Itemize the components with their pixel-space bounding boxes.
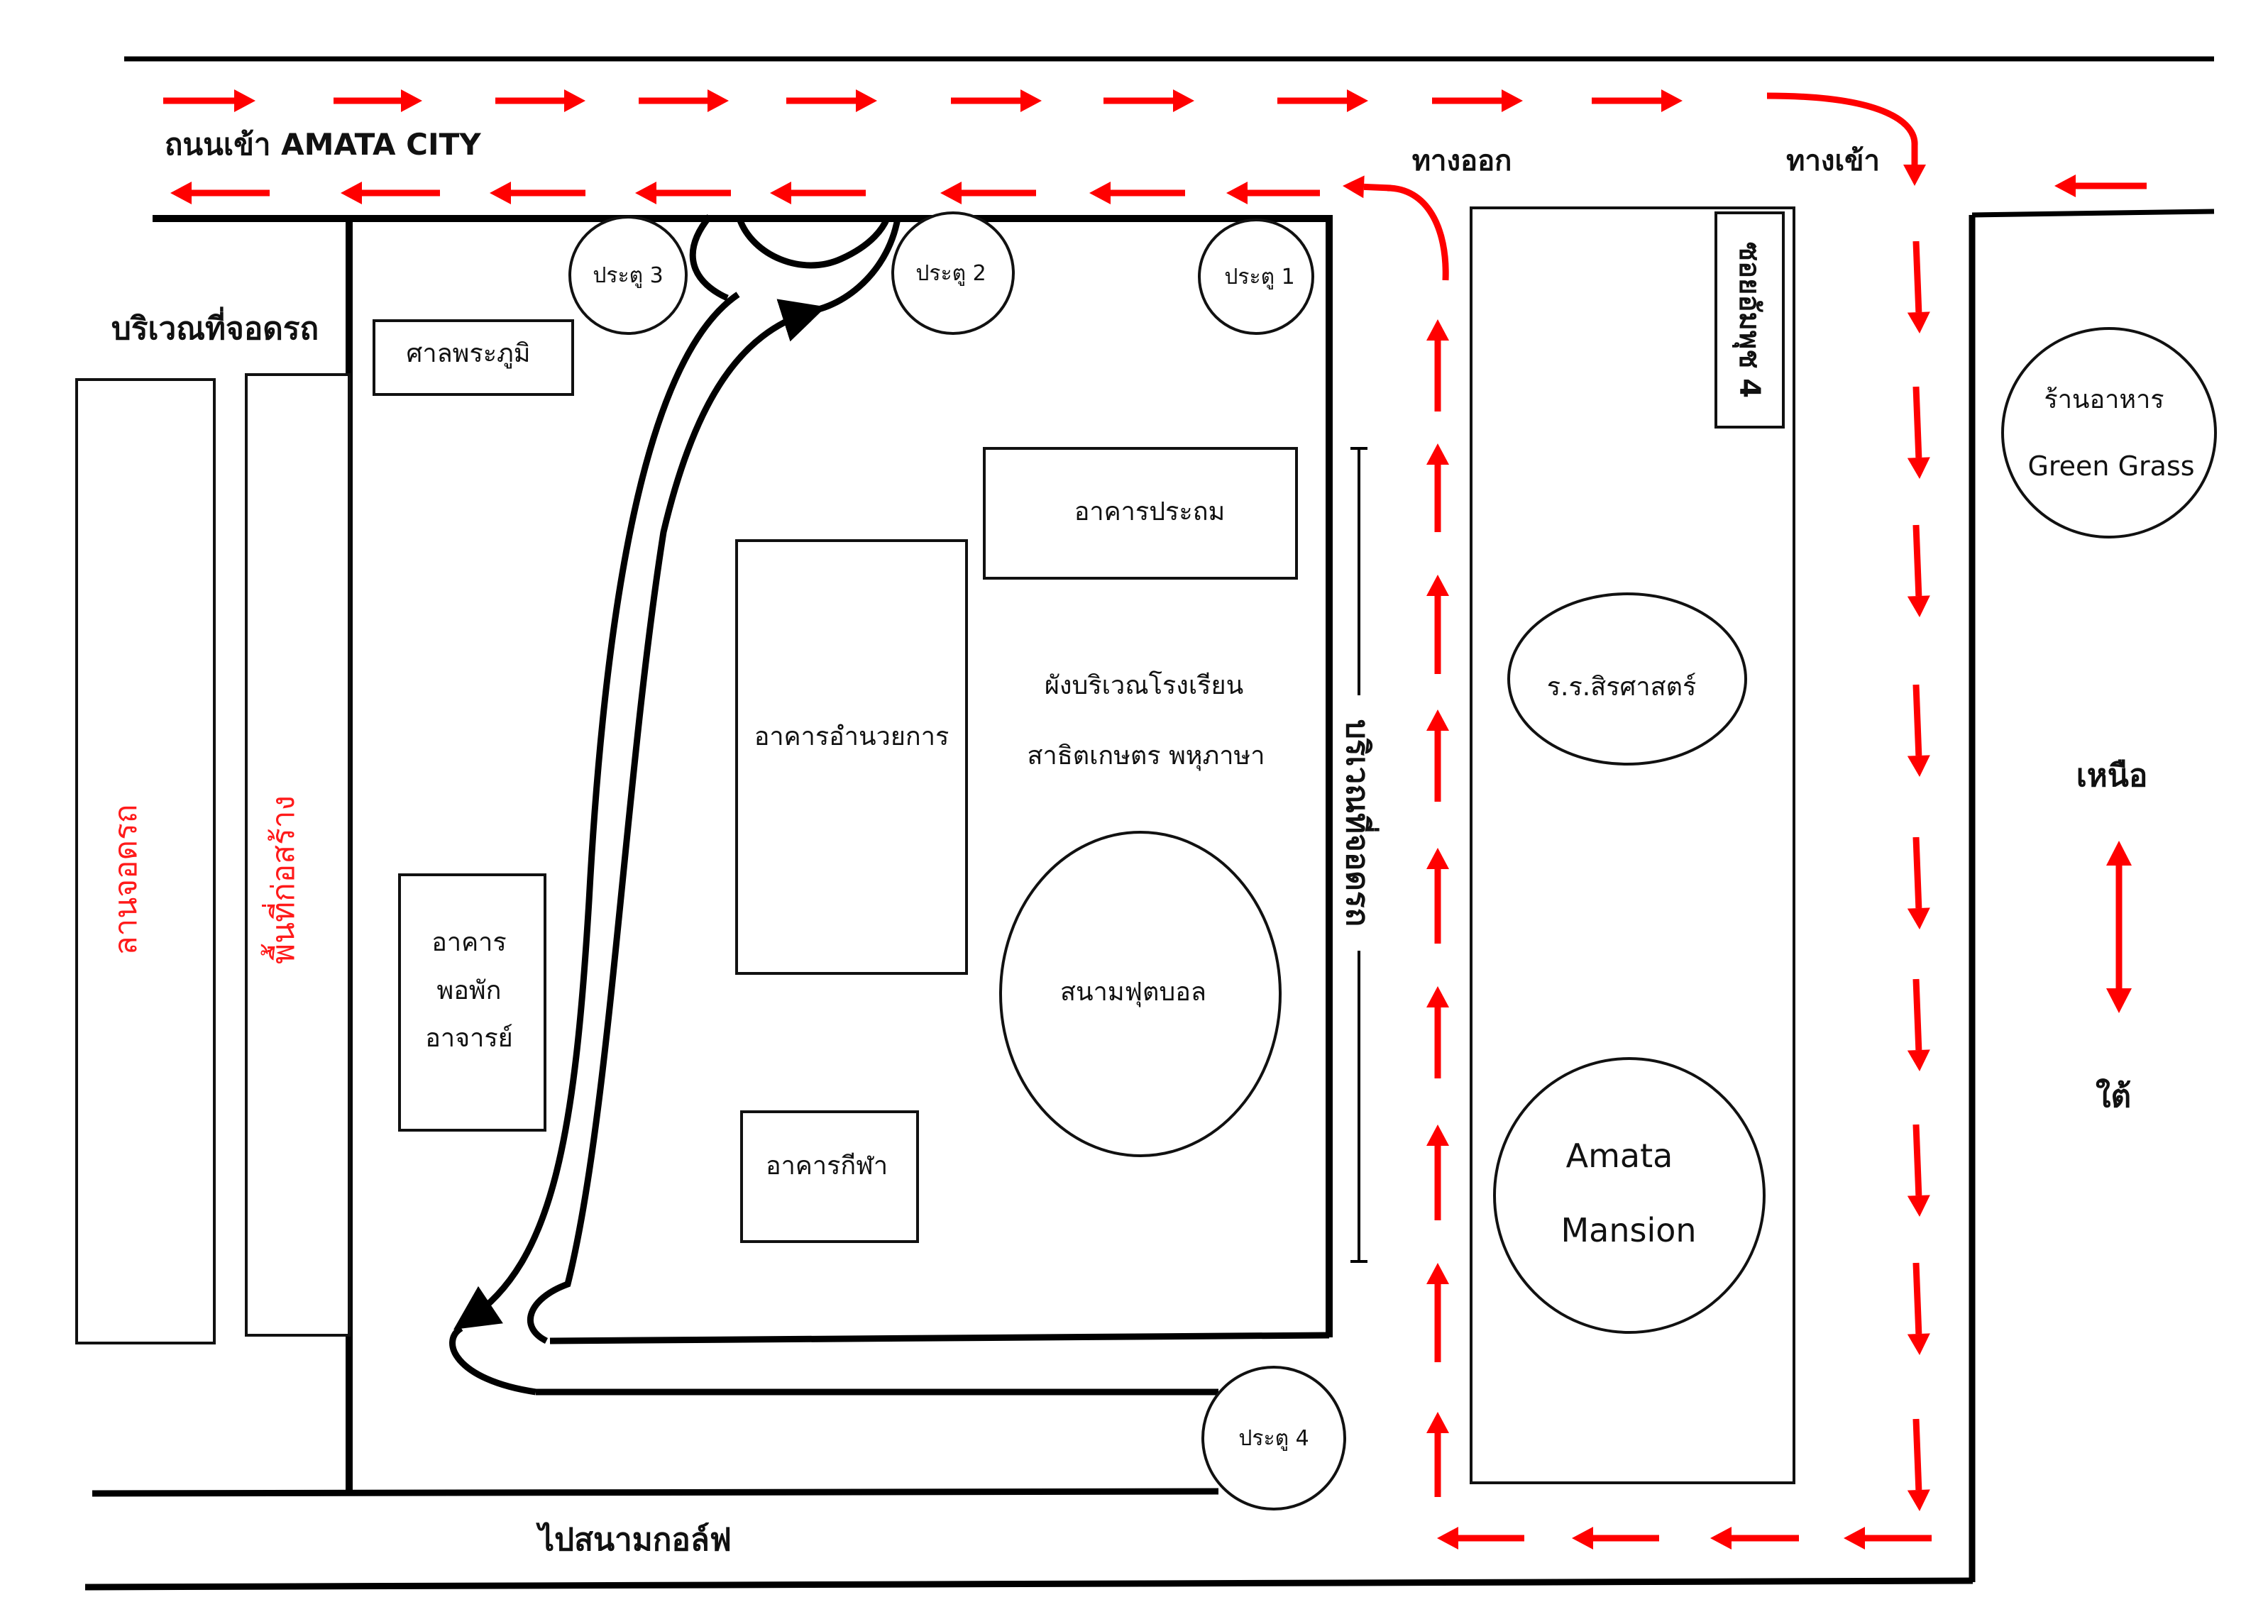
- westbound-arrow-2: [341, 182, 440, 204]
- eastbound-arrow-7: [1103, 89, 1194, 112]
- gate-4: ประตู 4: [1201, 1366, 1346, 1510]
- gate-1: ประตู 1: [1198, 219, 1314, 335]
- soi-sign-label: ซอยอัมพุช 4: [1732, 242, 1766, 398]
- entrance-turn-arrow: [1903, 142, 1926, 186]
- southbound-arrow-9: [1907, 1418, 1930, 1511]
- southbound-arrow-7: [1907, 1124, 1930, 1217]
- westbound-arrow-6: [940, 182, 1036, 204]
- eastbound-arrow-6: [951, 89, 1042, 112]
- green-grass-restaurant: [2001, 327, 2217, 538]
- southbound-arrow-2: [1907, 386, 1930, 479]
- exit-turn-arrow: [1343, 175, 1392, 199]
- amata-city-road-label: ถนนเข้า AMATA CITY: [165, 127, 481, 162]
- gym-building-label: อาคารกีฬา: [766, 1151, 888, 1181]
- gate-2-label: ประตู 2: [915, 261, 986, 286]
- northbound-arrow-8: [1426, 443, 1449, 532]
- sirisart-school-label: ร.ร.สิรศาสตร์: [1547, 673, 1697, 702]
- gym-building-box: [740, 1110, 919, 1243]
- eastbound-arrow-1: [163, 89, 255, 112]
- eastbound-arrow-10: [1592, 89, 1683, 112]
- compass-north-label: เหนือ: [2076, 758, 2148, 794]
- compass-south-label: ใต้: [2096, 1078, 2131, 1115]
- northbound-arrow-4: [1426, 986, 1449, 1078]
- road-lines: [84, 56, 2215, 1591]
- northbound-arrow-5: [1426, 848, 1449, 944]
- northbound-arrow-3: [1426, 1125, 1449, 1220]
- parking-lot-label: ลานจอดรถ: [108, 805, 144, 956]
- shrine-box: [373, 319, 574, 396]
- entrance-label: ทางเข้า: [1786, 145, 1880, 177]
- eastbound-arrow-8: [1277, 89, 1368, 112]
- parking-lot-box: [75, 378, 216, 1344]
- teacher-dorm-line-1: อาคาร: [431, 928, 506, 957]
- bottom-westbound-arrow-4: [1437, 1527, 1524, 1550]
- northbound-arrow-6: [1426, 709, 1449, 802]
- eastbound-arrow-9: [1432, 89, 1523, 112]
- northbound-arrow-9: [1426, 319, 1449, 411]
- northbound-arrow-7: [1426, 575, 1449, 674]
- compass-double-arrow: [2106, 841, 2132, 1013]
- amata-mansion-line-1: Amata: [1566, 1137, 1673, 1175]
- map-title-line-2: สาธิตเกษตร พหุภาษา: [1028, 741, 1265, 771]
- eastbound-arrow-4: [639, 89, 729, 112]
- entrance-curve-arrow: [1766, 92, 1918, 146]
- gate-4-label: ประตู 4: [1238, 1426, 1309, 1451]
- admin-building-label: อาคารอำนวยการ: [754, 722, 949, 751]
- roadside-parking-marker: [1341, 447, 1377, 1263]
- southbound-arrow-5: [1907, 836, 1930, 929]
- pathom-building-box: [983, 447, 1298, 580]
- bottom-westbound-arrow-3: [1572, 1527, 1659, 1550]
- gate-2: ประตู 2: [891, 211, 1015, 335]
- westbound-arrow-5: [770, 182, 866, 204]
- southbound-arrow-3: [1907, 524, 1930, 617]
- sirisart-school: [1507, 592, 1747, 766]
- shrine-label: ศาลพระภูมิ: [407, 339, 531, 369]
- southbound-arrow-8: [1907, 1262, 1930, 1355]
- gate-1-label: ประตู 1: [1224, 265, 1294, 289]
- bottom-westbound-arrow-1: [1844, 1527, 1932, 1550]
- teacher-dorm-box: [398, 873, 546, 1132]
- construction-area-box: [245, 373, 351, 1337]
- southbound-arrow-1: [1907, 241, 1930, 333]
- restaurant-line-1: ร้านอาหาร: [2044, 385, 2164, 414]
- amata-mansion: [1493, 1057, 1766, 1334]
- drive-path: [449, 214, 901, 1396]
- gate-3-label: ประตู 3: [593, 263, 663, 288]
- exit-curve-arrow: [1387, 184, 1449, 281]
- gate-3: ประตู 3: [568, 216, 688, 335]
- eastbound-arrow-2: [334, 89, 422, 112]
- roadside-parking-label: บริเวณที่จอดรถ: [1339, 719, 1380, 927]
- westbound-arrow-3: [490, 182, 585, 204]
- football-field: [999, 831, 1282, 1157]
- amata-mansion-line-2: Mansion: [1560, 1211, 1696, 1249]
- soi-sign-box: [1714, 211, 1785, 429]
- traffic-flow-arrows: [163, 89, 2147, 1550]
- teacher-dorm-line-3: อาจารย์: [425, 1024, 513, 1053]
- golf-course-label: ไปสนามกอล์ฟ: [536, 1521, 732, 1558]
- restaurant-line-2: Green Grass: [2027, 451, 2194, 482]
- teacher-dorm-line-2: พอพัก: [437, 976, 502, 1005]
- pathom-building-label: อาคารประถม: [1074, 497, 1226, 526]
- westbound-arrow-4: [635, 182, 731, 204]
- exit-label: ทางออก: [1412, 145, 1512, 177]
- eastbound-arrow-5: [786, 89, 877, 112]
- map-title-line-1: ผังบริเวณโรงเรียน: [1045, 670, 1243, 700]
- bottom-westbound-arrow-2: [1710, 1527, 1799, 1550]
- construction-area-label: พื้นที่ก่อสร้าง: [260, 795, 302, 964]
- northbound-arrow-1: [1426, 1412, 1449, 1497]
- southbound-arrow-4: [1907, 684, 1930, 777]
- westbound-arrow-7: [1089, 182, 1185, 204]
- northbound-arrow-2: [1426, 1263, 1449, 1362]
- admin-building-box: [735, 539, 968, 975]
- southbound-arrow-6: [1907, 978, 1930, 1071]
- football-field-label: สนามฟุตบอล: [1060, 978, 1206, 1007]
- parking-area-label: บริเวณที่จอดรถ: [111, 306, 319, 347]
- eastbound-arrow-3: [495, 89, 585, 112]
- westbound-arrow-1: [170, 182, 270, 204]
- westbound-arrow-east: [2054, 175, 2147, 197]
- westbound-arrow-8: [1226, 182, 1320, 204]
